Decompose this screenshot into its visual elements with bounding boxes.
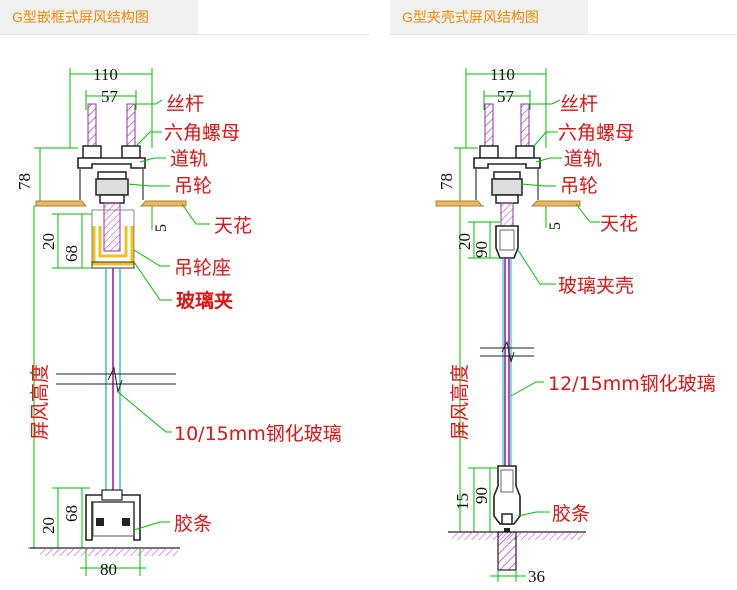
left-label-seal-strip: 胶条: [174, 513, 212, 535]
right-label-seal-strip: 胶条: [552, 503, 590, 525]
left-screen-height-label: 屏风高度: [29, 364, 51, 440]
right-track: [473, 157, 541, 169]
left-dim-5: 5: [153, 224, 170, 232]
right-ceiling-b: [530, 200, 581, 207]
left-pulley: [95, 171, 129, 204]
right-bolt: [500, 202, 514, 230]
right-dim-15-lower: 15: [453, 493, 472, 510]
left-leaders: [117, 99, 210, 531]
right-dim-90-lower: 90: [472, 487, 491, 504]
right-screen-height-label: 屏风高度: [449, 364, 471, 440]
right-label-screw-rod: 丝杆: [560, 93, 598, 115]
left-hex-nut-b: [121, 145, 141, 159]
right-dim-20-upper: 20: [455, 233, 474, 250]
left-dim-68-lower: 68: [62, 505, 81, 522]
right-label-track: 道轨: [564, 148, 602, 170]
left-label-pulley-seat: 吊轮座: [174, 257, 231, 279]
right-label-pulley: 吊轮: [560, 175, 598, 197]
right-ceiling-a: [435, 200, 484, 207]
right-screw-rod-b: [520, 103, 530, 151]
left-dim-68-upper: 68: [62, 245, 81, 262]
right-label-hex-nut: 六角螺母: [558, 122, 634, 144]
right-dim-110: 110: [490, 65, 515, 84]
right-floor: [448, 531, 586, 571]
left-dim-20-upper: 20: [39, 233, 58, 250]
right-hex-nut-a: [479, 145, 499, 159]
right-glass: [502, 258, 512, 466]
left-dim-78: 78: [15, 173, 34, 190]
left-top-dims: [34, 68, 153, 230]
right-glass-shell-upper: [495, 225, 519, 259]
right-dim-36: 36: [528, 567, 545, 586]
right-diagram: 110 57 78 5: [435, 65, 716, 586]
right-dim-57: 57: [497, 87, 515, 106]
right-dim-5: 5: [547, 222, 564, 230]
left-dim-110: 110: [93, 65, 118, 84]
left-dim-80: 80: [100, 560, 117, 579]
left-diagram: 110 57 78 5: [15, 65, 342, 579]
left-label-glass: 10/15mm钢化玻璃: [174, 423, 342, 445]
right-label-ceiling: 天花: [600, 213, 638, 235]
right-hex-nut-b: [515, 145, 535, 159]
tab-divider-right: [390, 34, 737, 35]
left-label-screw-rod: 丝杆: [166, 93, 204, 115]
left-dim-20-lower: 20: [39, 517, 58, 534]
left-dim-57: 57: [101, 87, 119, 106]
right-dim-78: 78: [437, 173, 456, 190]
left-label-hex-nut: 六角螺母: [164, 122, 240, 144]
tab-left-structure[interactable]: G型嵌框式屏风结构图: [0, 0, 198, 34]
tab-right-structure[interactable]: G型夹壳式屏风结构图: [390, 0, 588, 34]
left-label-pulley: 吊轮: [174, 175, 212, 197]
left-floor: [30, 547, 180, 556]
left-label-ceiling: 天花: [214, 215, 252, 237]
tab-divider-left: [0, 34, 370, 35]
right-label-glass: 12/15mm钢化玻璃: [548, 373, 716, 395]
left-track: [77, 157, 146, 169]
left-screw-rod-a: [87, 103, 97, 151]
left-label-glass-clip: 玻璃夹: [176, 289, 233, 312]
left-ceiling-a: [35, 200, 88, 207]
right-label-glass-shell: 玻璃夹壳: [558, 275, 634, 297]
right-dim-90-upper: 90: [472, 241, 491, 258]
left-screw-rod-b: [126, 103, 136, 151]
left-glass: [105, 268, 121, 495]
left-ceiling-b: [139, 200, 187, 207]
left-label-track: 道轨: [170, 148, 208, 170]
right-break-line: [480, 340, 534, 363]
left-bottom-channel: [85, 489, 141, 541]
right-pulley: [491, 171, 523, 204]
left-break-line: [56, 366, 176, 393]
right-screw-rod-a: [484, 103, 494, 151]
right-leaders: [510, 99, 600, 517]
left-bolt: [103, 202, 121, 252]
left-hex-nut-a: [82, 145, 102, 159]
